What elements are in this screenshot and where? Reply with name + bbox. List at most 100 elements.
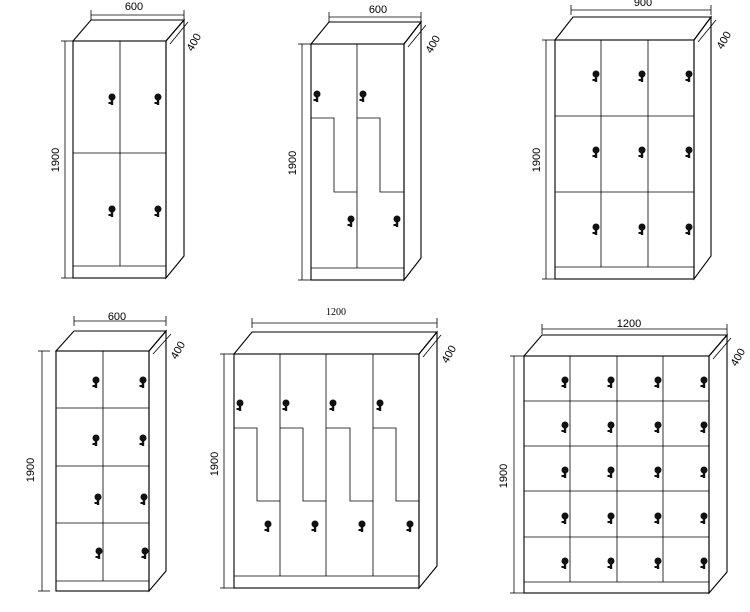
lock-icon bbox=[700, 421, 708, 433]
locker-c-locks bbox=[592, 70, 693, 235]
locker-c-depth-dimension: 400 bbox=[697, 19, 735, 52]
lock-icon bbox=[561, 421, 569, 433]
locker-d-width-label: 600 bbox=[108, 311, 126, 323]
lock-icon bbox=[108, 93, 116, 105]
locker-f-depth-label: 400 bbox=[729, 347, 749, 369]
locker-d-height-label: 1900 bbox=[25, 458, 37, 482]
locker-c-3x3: 900 400 1900 bbox=[531, 0, 735, 281]
lock-icon bbox=[561, 512, 569, 524]
lock-icon bbox=[139, 376, 147, 388]
locker-b-z-divider-left bbox=[311, 117, 357, 193]
lock-icon bbox=[92, 376, 100, 388]
locker-b-width-label: 600 bbox=[369, 4, 387, 16]
locker-e-z-divider-4 bbox=[373, 427, 419, 502]
lock-icon bbox=[393, 215, 401, 227]
locker-a-height-label: 1900 bbox=[50, 148, 62, 172]
lock-icon bbox=[654, 421, 662, 433]
locker-e-z-divider-2 bbox=[280, 427, 326, 502]
locker-e-side-face bbox=[418, 330, 438, 590]
locker-a-depth-label: 400 bbox=[185, 32, 205, 54]
lock-icon bbox=[654, 466, 662, 478]
locker-d-height-dimension: 1900 bbox=[25, 350, 50, 592]
locker-b-side-face bbox=[403, 20, 422, 282]
locker-f-4x5: 1200 400 1900 bbox=[498, 318, 749, 595]
lock-icon bbox=[561, 376, 569, 388]
lock-icon bbox=[313, 90, 321, 102]
lock-icon bbox=[607, 512, 615, 524]
locker-e-top-face bbox=[232, 331, 439, 355]
locker-b-height-label: 1900 bbox=[287, 151, 299, 175]
locker-a-front bbox=[72, 40, 167, 279]
lock-icon bbox=[311, 520, 319, 532]
locker-f-width-dimension: 1200 bbox=[541, 318, 728, 334]
lock-icon bbox=[92, 434, 100, 446]
locker-b-top-face bbox=[309, 21, 423, 45]
locker-c-width-label: 900 bbox=[634, 0, 652, 9]
lock-icon bbox=[264, 520, 272, 532]
locker-e-z-divider-3 bbox=[326, 427, 373, 502]
locker-d-2x4: 600 400 1900 bbox=[25, 311, 188, 593]
lock-icon bbox=[141, 547, 149, 559]
lock-icon bbox=[236, 399, 244, 411]
locker-b-z-locker: 600 400 1900 bbox=[287, 4, 443, 282]
locker-c-height-dimension: 1900 bbox=[531, 39, 555, 280]
locker-b-height-dimension: 1900 bbox=[287, 43, 311, 281]
lock-icon bbox=[700, 376, 708, 388]
locker-b-width-dimension: 600 bbox=[328, 4, 422, 22]
locker-e-z-divider-1 bbox=[234, 427, 280, 502]
lock-icon bbox=[561, 557, 569, 569]
locker-f-side-face bbox=[708, 333, 728, 595]
locker-d-front bbox=[55, 350, 150, 592]
lock-icon bbox=[154, 205, 162, 217]
locker-c-top-face bbox=[553, 16, 713, 41]
locker-e-height-label: 1900 bbox=[209, 452, 221, 476]
lock-icon bbox=[638, 70, 646, 82]
locker-e-z-locker: 1200 400 1900 bbox=[209, 307, 460, 590]
lock-icon bbox=[95, 547, 103, 559]
locker-d-width-dimension: 600 bbox=[73, 311, 167, 326]
locker-a-height-dimension: 1900 bbox=[50, 40, 73, 279]
locker-e-front bbox=[233, 353, 420, 589]
locker-c-front bbox=[554, 39, 695, 280]
locker-c-side-face bbox=[693, 15, 712, 281]
lock-icon bbox=[654, 376, 662, 388]
lock-icon bbox=[607, 466, 615, 478]
lock-icon bbox=[607, 376, 615, 388]
lock-icon bbox=[108, 205, 116, 217]
lock-icon bbox=[139, 434, 147, 446]
lock-icon bbox=[592, 223, 600, 235]
locker-b-depth-dimension: 400 bbox=[407, 24, 443, 55]
locker-f-height-dimension: 1900 bbox=[498, 355, 524, 594]
lock-icon bbox=[358, 520, 366, 532]
locker-e-height-dimension: 1900 bbox=[209, 353, 234, 589]
locker-e-depth-label: 400 bbox=[440, 344, 460, 366]
lock-icon bbox=[347, 215, 355, 227]
locker-c-width-dimension: 900 bbox=[570, 0, 712, 15]
lock-icon bbox=[654, 557, 662, 569]
locker-e-width-dimension: 1200 bbox=[251, 307, 438, 328]
lock-icon bbox=[607, 421, 615, 433]
lock-icon bbox=[685, 146, 693, 158]
locker-a-top-face bbox=[71, 19, 186, 42]
lock-icon bbox=[700, 466, 708, 478]
lock-icon bbox=[282, 399, 290, 411]
locker-d-depth-dimension: 400 bbox=[152, 333, 188, 361]
locker-c-depth-label: 400 bbox=[715, 30, 735, 52]
lock-icon bbox=[406, 520, 414, 532]
lock-icon bbox=[140, 493, 148, 505]
lock-icon bbox=[592, 70, 600, 82]
lock-icon bbox=[638, 223, 646, 235]
lock-icon bbox=[561, 466, 569, 478]
lock-icon bbox=[700, 557, 708, 569]
locker-e-width-label: 1200 bbox=[326, 307, 346, 318]
locker-c-height-label: 1900 bbox=[531, 148, 543, 172]
locker-e-depth-dimension: 400 bbox=[422, 334, 460, 366]
locker-d-top-face bbox=[54, 330, 168, 352]
lock-icon bbox=[685, 223, 693, 235]
locker-a-side-face bbox=[165, 18, 185, 280]
lock-icon bbox=[592, 146, 600, 158]
locker-d-side-face bbox=[148, 329, 167, 593]
lock-icon bbox=[154, 93, 162, 105]
locker-a-width-label: 600 bbox=[125, 1, 143, 13]
